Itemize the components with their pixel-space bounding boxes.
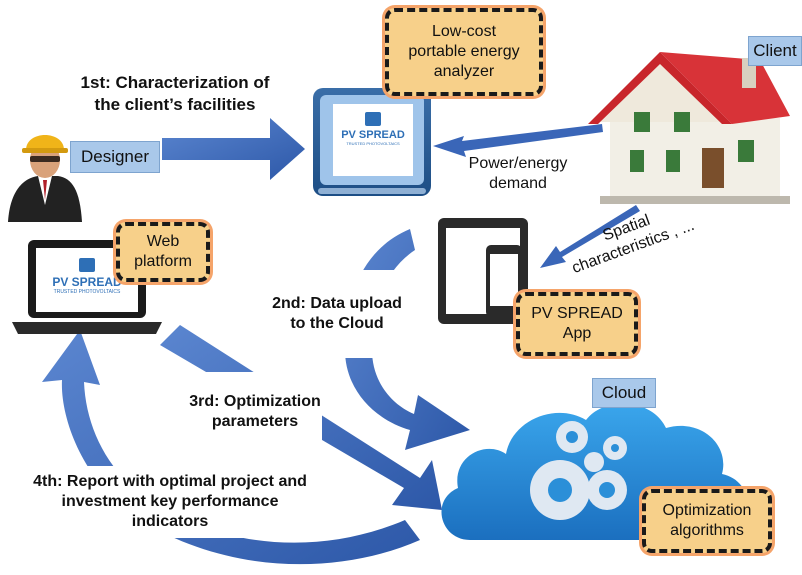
web-platform-box: Web platform [116, 222, 210, 282]
power-demand-label: Power/energy demand [468, 155, 568, 192]
monitor-logo-text: PV SPREAD [341, 129, 405, 141]
arrow-step1 [162, 118, 305, 180]
step4-label: 4th: Report with optimal project and inv… [28, 466, 312, 538]
designer-icon [8, 135, 82, 222]
app-box: PV SPREAD App [516, 292, 638, 356]
designer-tag: Designer [70, 141, 160, 173]
laptop-logo-subtitle: TRUSTED PHOTOVOLTAICS [53, 289, 121, 295]
step1-label: 1st: Characterization of the client’s fa… [80, 73, 270, 114]
arrow-spatial [540, 205, 640, 268]
client-tag: Client [748, 36, 802, 66]
laptop-logo-text: PV SPREAD [52, 275, 122, 289]
house-icon [588, 52, 790, 204]
monitor-logo: PV SPREAD TRUSTED PHOTOVOLTAICS [333, 112, 413, 146]
laptop-logo: PV SPREAD TRUSTED PHOTOVOLTAICS [40, 258, 134, 295]
analyzer-box: Low-cost portable energy analyzer [385, 8, 543, 96]
tablet-phone-icon [438, 218, 528, 324]
step3-label: 3rd: Optimization parameters [188, 372, 322, 452]
arrow-power-demand [433, 124, 603, 157]
monitor-logo-subtitle: TRUSTED PHOTOVOLTAICS [346, 141, 400, 146]
step2-label: 2nd: Data upload to the Cloud [272, 270, 402, 358]
optimization-box: Optimization algorithms [642, 489, 772, 553]
monitor-icon [313, 88, 431, 196]
cloud-tag: Cloud [592, 378, 656, 408]
